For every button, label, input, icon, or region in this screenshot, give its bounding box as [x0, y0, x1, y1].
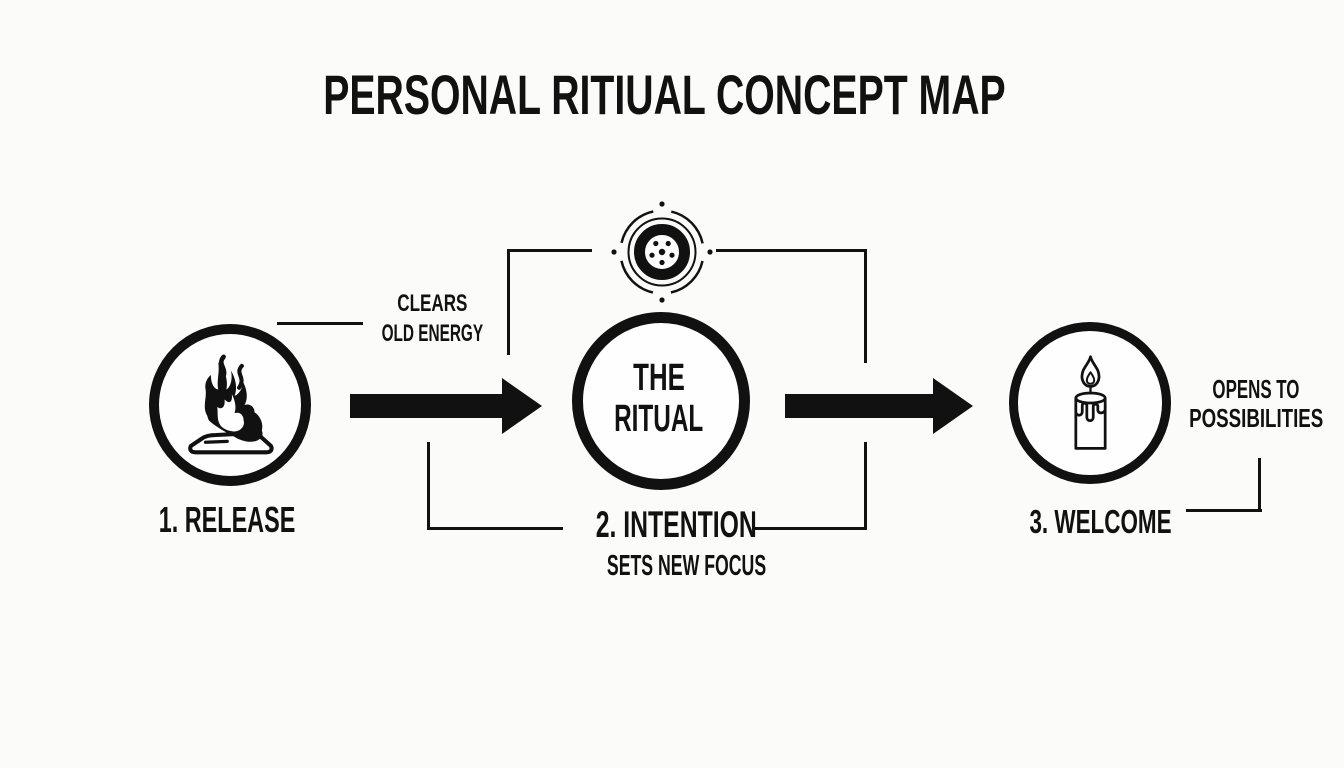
- mandala-icon: [611, 201, 713, 303]
- note-sets-new-focus: SETS NEW FOCUS: [606, 550, 767, 582]
- connector-welcome-vertical: [1258, 458, 1261, 512]
- burning-paper-icon: [188, 354, 274, 455]
- connector-intention-left-horizontal: [427, 527, 563, 530]
- connector-top-right-horizontal: [716, 249, 867, 252]
- connector-clears-vertical: [507, 251, 510, 355]
- node-welcome-label: 3. WELCOME: [1029, 503, 1172, 540]
- connector-welcome-horizontal: [1186, 509, 1262, 512]
- connector-intention-left-vertical: [427, 442, 430, 530]
- note-clears-old-energy: CLEARS OLD ENERGY: [381, 290, 483, 347]
- connector-release-to-clears: [277, 322, 363, 325]
- connector-top-left-horizontal: [507, 249, 592, 252]
- node-intention-label: 2. INTENTION: [595, 504, 757, 545]
- arrow-ritual-to-welcome-icon: [785, 378, 973, 434]
- note-opens-to-possibilities: OPENS TO POSSIBILITIES: [1188, 374, 1324, 433]
- page-title: PERSONAL RITIUAL CONCEPT MAP: [322, 63, 1006, 126]
- node-release-label: 1. RELEASE: [158, 499, 296, 540]
- node-release-circle: [149, 324, 311, 486]
- node-ritual-label: THE RITUAL: [614, 357, 704, 440]
- candle-icon: [1073, 354, 1107, 450]
- node-ritual-circle: [572, 312, 750, 490]
- node-welcome-circle: [1009, 322, 1171, 484]
- connector-intention-right-vertical: [864, 442, 867, 530]
- connector-intention-right-horizontal: [752, 527, 867, 530]
- connector-top-right-vertical: [864, 249, 867, 363]
- arrow-release-to-ritual-icon: [350, 378, 542, 434]
